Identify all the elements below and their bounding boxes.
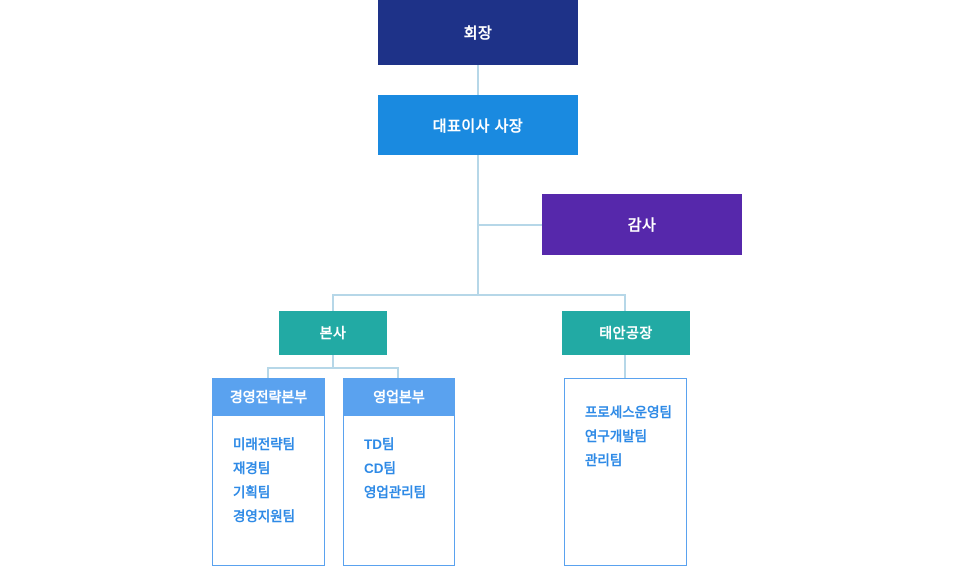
team-item[interactable]: 관리팀 [585,453,623,468]
node-ceo[interactable]: 대표이사 사장 [378,95,578,155]
division-management-strategy-header: 경영전략본부 [212,378,325,416]
connector-taean-drop [624,355,626,378]
team-item[interactable]: 연구개발팀 [585,429,648,444]
connector-headquarters-drop [332,355,334,368]
connector-bar-to-taean [624,294,626,311]
team-item[interactable]: CD팀 [364,461,396,476]
team-item[interactable]: 재경팀 [233,461,271,476]
division-management-strategy[interactable]: 경영전략본부 미래전략팀 재경팀 기획팀 경영지원팀 [212,378,325,566]
division-sales[interactable]: 영업본부 TD팀 CD팀 영업관리팀 [343,378,455,566]
node-ceo-label: 대표이사 사장 [432,117,524,135]
division-management-strategy-team-list: 미래전략팀 재경팀 기획팀 경영지원팀 [213,416,324,529]
node-chairman-label: 회장 [463,25,493,42]
node-headquarters-label: 본사 [319,325,347,341]
connector-distribution-bar [332,294,626,296]
node-taean-plant-label: 태안공장 [599,325,653,341]
node-headquarters[interactable]: 본사 [279,311,387,355]
team-item[interactable]: 미래전략팀 [233,437,296,452]
node-audit[interactable]: 감사 [542,194,742,255]
division-taean-team-list: 프로세스운영팀 연구개발팀 관리팀 [565,379,686,473]
connector-headquarters-split [267,367,399,369]
node-chairman[interactable]: 회장 [378,0,578,65]
connector-to-management-strategy [267,367,269,378]
division-taean-teams[interactable]: 프로세스운영팀 연구개발팀 관리팀 [564,378,687,566]
connector-to-sales [397,367,399,378]
connector-chairman-to-ceo [477,65,479,95]
team-item[interactable]: 경영지원팀 [233,509,296,524]
connector-bar-to-headquarters [332,294,334,311]
team-item[interactable]: 프로세스운영팀 [585,405,672,420]
connector-ceo-to-audit [477,224,543,226]
team-item[interactable]: 기획팀 [233,485,271,500]
division-sales-header: 영업본부 [343,378,455,416]
division-sales-team-list: TD팀 CD팀 영업관리팀 [344,416,454,505]
team-item[interactable]: TD팀 [364,437,395,452]
node-taean-plant[interactable]: 태안공장 [562,311,690,355]
team-item[interactable]: 영업관리팀 [364,485,427,500]
node-audit-label: 감사 [627,217,657,234]
